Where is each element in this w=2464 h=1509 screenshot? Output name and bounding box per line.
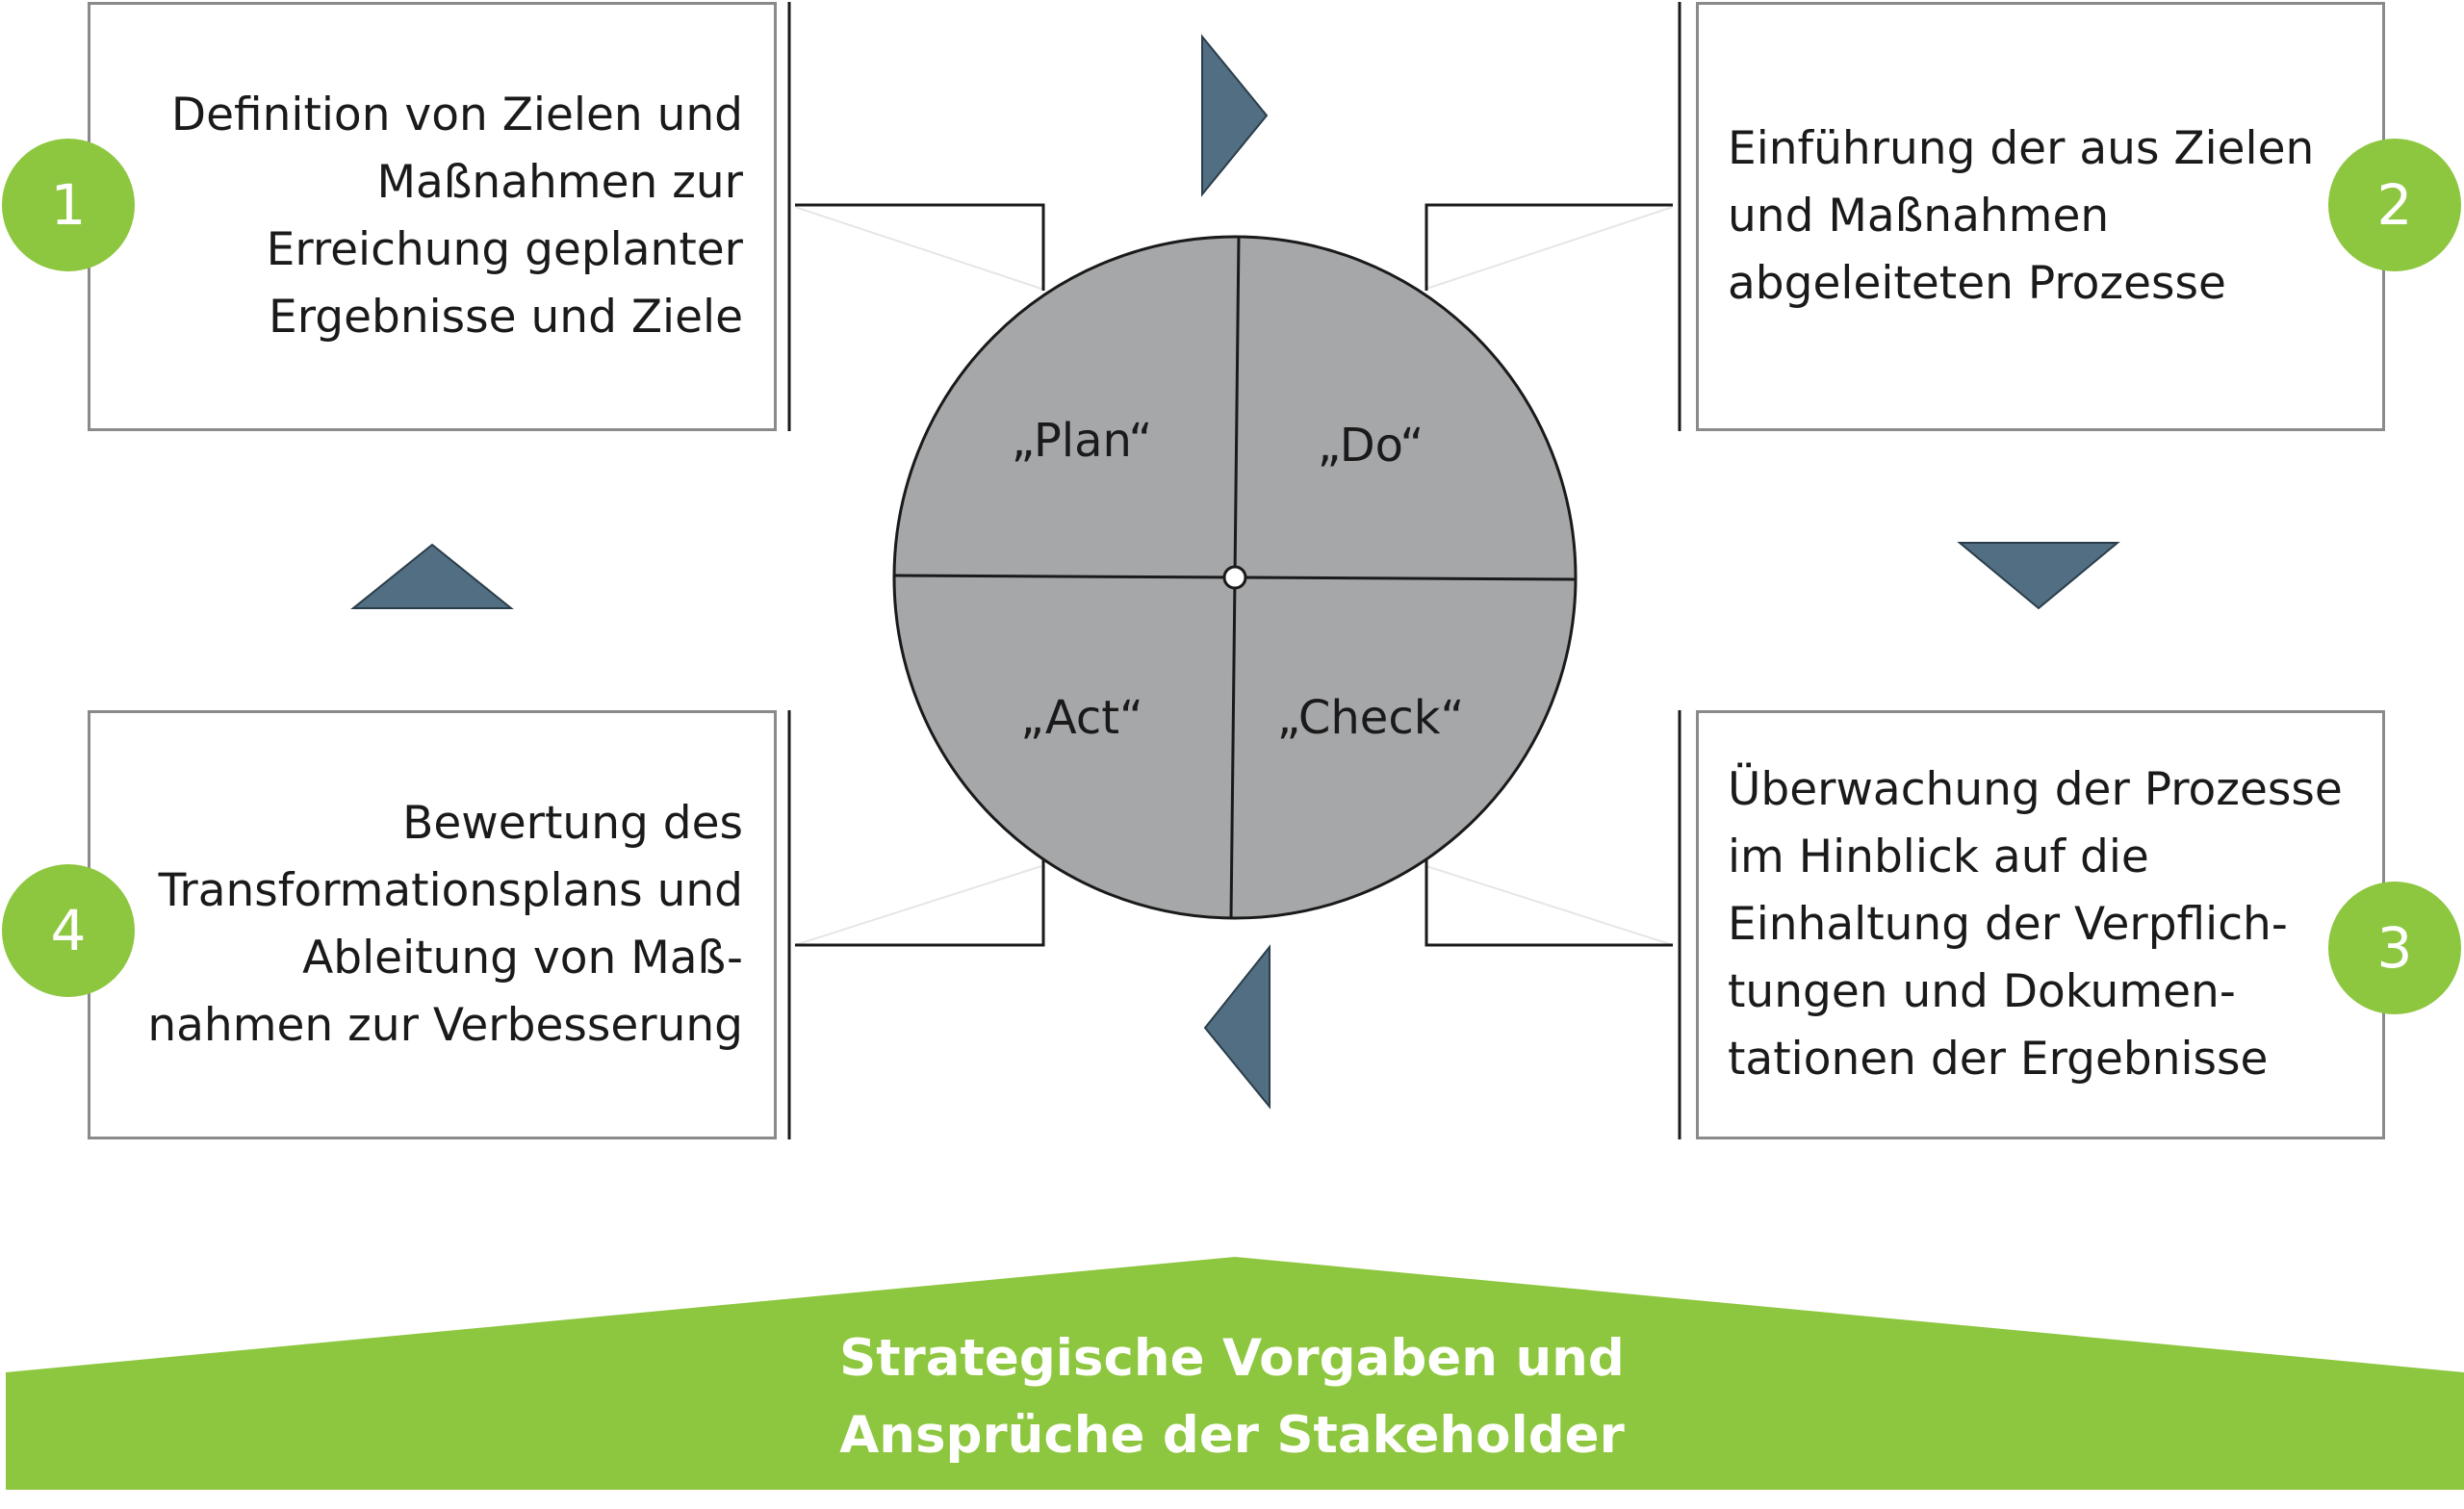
arrow-down-icon xyxy=(1957,542,2120,610)
quadrant-label-do: „Do“ xyxy=(1317,419,1424,473)
guide-line-plan xyxy=(794,206,1042,290)
base-banner xyxy=(6,1257,2464,1490)
cycle-center-dot xyxy=(1222,565,1247,590)
base-banner-text: Strategische Vorgaben und Ansprüche der … xyxy=(839,1329,1625,1465)
guide-lines xyxy=(794,206,1674,946)
step-text-4: Bewertung des Transformationsplans und A… xyxy=(147,797,743,1052)
step-text-2: Einführung der aus Zielen und Maßnahmen … xyxy=(1728,122,2315,310)
arrow-right-icon xyxy=(1201,34,1269,197)
step-box-3: Überwachung der Prozesse im Hinblick auf… xyxy=(1696,710,2385,1139)
connector-bracket-1 xyxy=(795,203,1045,291)
connector-bracket-4 xyxy=(795,858,1045,947)
step-badge-4: 4 xyxy=(2,864,135,997)
quadrant-label-act: „Act“ xyxy=(1020,691,1143,745)
arrow-left-icon xyxy=(1203,944,1270,1110)
guide-line-act xyxy=(794,865,1042,946)
quadrant-label-plan: „Plan“ xyxy=(1011,414,1153,468)
direction-arrows xyxy=(350,34,2120,1110)
connector-lines xyxy=(787,2,1681,1139)
arrow-up-icon xyxy=(350,543,514,609)
step-box-4: Bewertung des Transformationsplans und A… xyxy=(88,710,777,1139)
step-badge-1: 1 xyxy=(2,139,135,271)
step-text-3: Überwachung der Prozesse im Hinblick auf… xyxy=(1728,763,2343,1086)
step-badge-2: 2 xyxy=(2328,139,2461,271)
guide-line-check xyxy=(1425,865,1674,946)
step-box-2: Einführung der aus Zielen und Maßnahmen … xyxy=(1696,2,2385,431)
step-text-1: Definition von Zielen und Maßnahmen zur … xyxy=(170,89,743,344)
connector-bracket-2 xyxy=(1424,203,1673,291)
quadrant-label-check: „Check“ xyxy=(1276,691,1465,745)
step-badge-3: 3 xyxy=(2328,882,2461,1014)
connector-bracket-3 xyxy=(1424,858,1673,947)
guide-line-do xyxy=(1425,206,1674,290)
step-box-1: Definition von Zielen und Maßnahmen zur … xyxy=(88,2,777,431)
pdca-circle xyxy=(892,235,1578,920)
